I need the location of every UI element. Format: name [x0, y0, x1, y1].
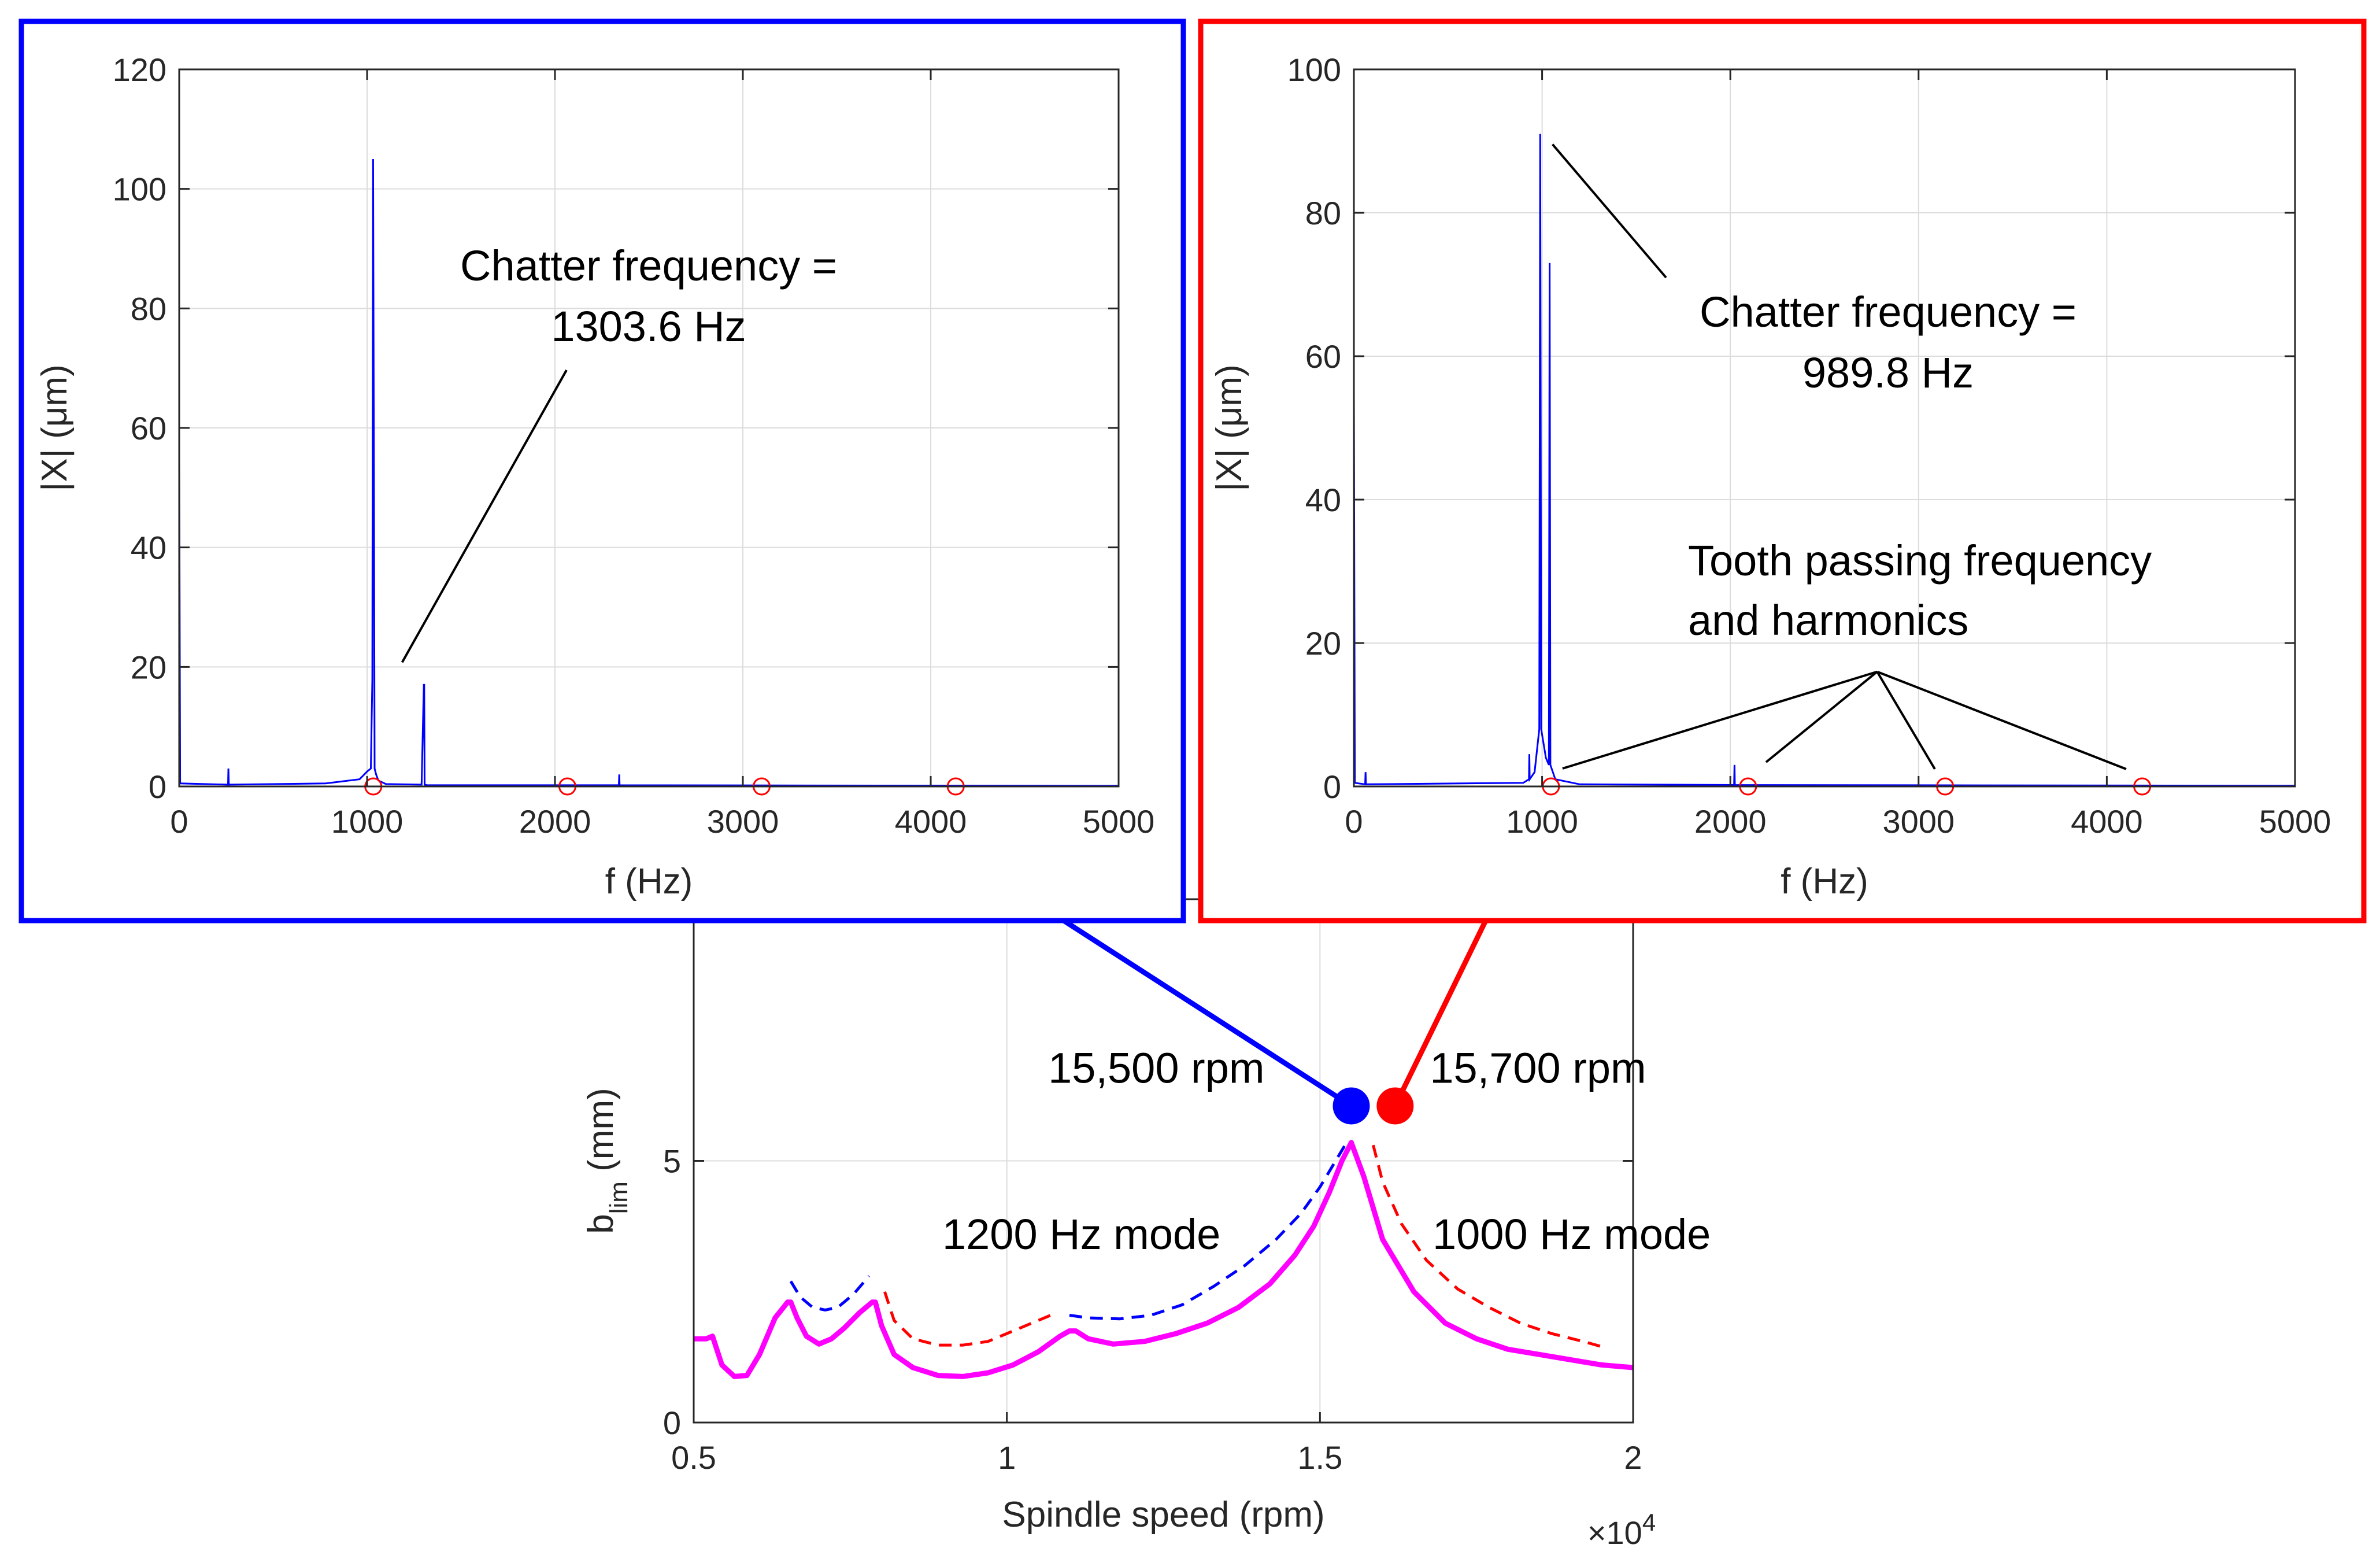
x-tick-label: 2 [1624, 1439, 1642, 1476]
x-tick-label: 4000 [2071, 803, 2143, 840]
multiplier-base: ×10 [1587, 1514, 1642, 1551]
left-annotation-pointer [401, 370, 568, 663]
blim-unit: (mm) [581, 1088, 621, 1181]
point-label-15700: 15,700 rpm [1430, 1044, 1646, 1092]
chatter-pointer [1552, 143, 1667, 279]
right-annotation-pointers [1552, 143, 2127, 770]
right-chatter-annotation-line2: 989.8 Hz [1802, 349, 1974, 397]
y-tick-label: 60 [1305, 338, 1341, 375]
tooth-passing-annotation-line2: and harmonics [1688, 596, 1968, 644]
y-tick-label: 120 [113, 51, 166, 88]
x-tick-label: 1.5 [1297, 1439, 1342, 1476]
left-y-axis-label: |X| (μm) [35, 364, 75, 491]
y-tick-label: 0 [149, 769, 166, 805]
y-tick-label: 100 [113, 171, 166, 208]
x-tick-label: 1000 [331, 803, 404, 840]
x-tick-label: 0 [170, 803, 188, 840]
right-spectrum-panel: 0 1000 2000 3000 4000 5000 0 20 40 60 80 100 f (Hz)… [1198, 19, 2367, 923]
x-tick-label: 3000 [707, 803, 779, 840]
lobe-segment [883, 1291, 1052, 1347]
left-x-axis-label: f (Hz) [605, 862, 693, 902]
multiplier-exponent: 4 [1642, 1509, 1656, 1536]
spectrum-line [1353, 134, 2296, 787]
lobe-segment [1371, 1144, 1602, 1349]
x-tick-label: 0 [1345, 803, 1363, 840]
stability-x-axis-label: Spindle speed (rpm) [1002, 1495, 1324, 1535]
y-tick-label: 100 [1287, 51, 1341, 88]
right-spectrum-ticks: 0 1000 2000 3000 4000 5000 0 20 40 60 80 100 [1287, 51, 2331, 840]
x-tick-label: 3000 [1883, 803, 1955, 840]
operating-point-15700-rpm [1376, 1087, 1414, 1125]
harmonic-pointer [1765, 671, 1878, 763]
blim-symbol: b [581, 1214, 621, 1233]
stability-series [694, 1139, 1634, 1379]
right-panel-frame [1198, 19, 2367, 923]
right-chatter-annotation-line1: Chatter frequency = [1700, 288, 2077, 336]
left-annotation-line2: 1303.6 Hz [551, 302, 746, 350]
x-tick-label: 2000 [519, 803, 591, 840]
y-tick-label: 0 [1323, 769, 1341, 805]
y-tick-label: 80 [1305, 195, 1341, 231]
stability-lobe-plot: 0.511.520510 Spindle speed (rpm) blim (m… [581, 881, 1711, 1551]
connector-line-blue [1062, 918, 1353, 1109]
x-tick-label: 2000 [1694, 803, 1767, 840]
y-tick-label: 60 [131, 410, 166, 446]
harmonic-pointer [1876, 670, 2127, 770]
stability-y-axis-label: blim (mm) [581, 1088, 633, 1234]
y-tick-label: 20 [131, 649, 166, 685]
tooth-passing-annotation-line1: Tooth passing frequency [1688, 537, 2152, 585]
point-label-15500: 15,500 rpm [1048, 1044, 1264, 1092]
left-panel-frame [18, 19, 1186, 923]
x-tick-label: 4000 [895, 803, 967, 840]
x-tick-label: 5000 [2259, 803, 2331, 840]
blim-subscript: lim [605, 1181, 633, 1214]
connector-line-red [1393, 919, 1489, 1107]
right-axes-box [1353, 68, 2296, 788]
mode-label-1200hz: 1200 Hz mode [942, 1210, 1220, 1258]
left-spectrum-ticks: 0 1000 2000 3000 4000 5000 0 20 40 60 80 100 120 [113, 51, 1155, 840]
y-tick-label: 40 [1305, 482, 1341, 518]
harmonic-pointer [1876, 671, 1936, 770]
x-tick-label: 0.5 [671, 1439, 716, 1476]
y-tick-label: 20 [1305, 625, 1341, 662]
y-tick-label: 80 [131, 290, 166, 327]
lobe-line [694, 1140, 1634, 1379]
lobe-segment [1069, 1139, 1350, 1321]
left-annotation-line1: Chatter frequency = [460, 242, 837, 290]
x-tick-label: 1000 [1506, 803, 1578, 840]
left-spectrum-panel: 0 1000 2000 3000 4000 5000 0 20 40 60 80 100 120 f (… [18, 19, 1186, 923]
mode-label-1000hz: 1000 Hz mode [1433, 1210, 1711, 1258]
y-tick-label: 40 [131, 530, 166, 566]
y-tick-label: 0 [663, 1405, 681, 1441]
right-y-axis-label: |X| (μm) [1209, 364, 1249, 491]
harmonic-pointer [1562, 670, 1878, 770]
x-tick-label: 5000 [1083, 803, 1155, 840]
lobe-segment [789, 1274, 871, 1312]
x-axis-multiplier: ×104 [1587, 1509, 1656, 1551]
y-tick-label: 5 [663, 1143, 681, 1180]
x-tick-label: 1 [998, 1439, 1016, 1476]
operating-point-15500-rpm [1332, 1087, 1370, 1125]
right-x-axis-label: f (Hz) [1781, 862, 1868, 902]
spectrum-line [178, 158, 1119, 787]
